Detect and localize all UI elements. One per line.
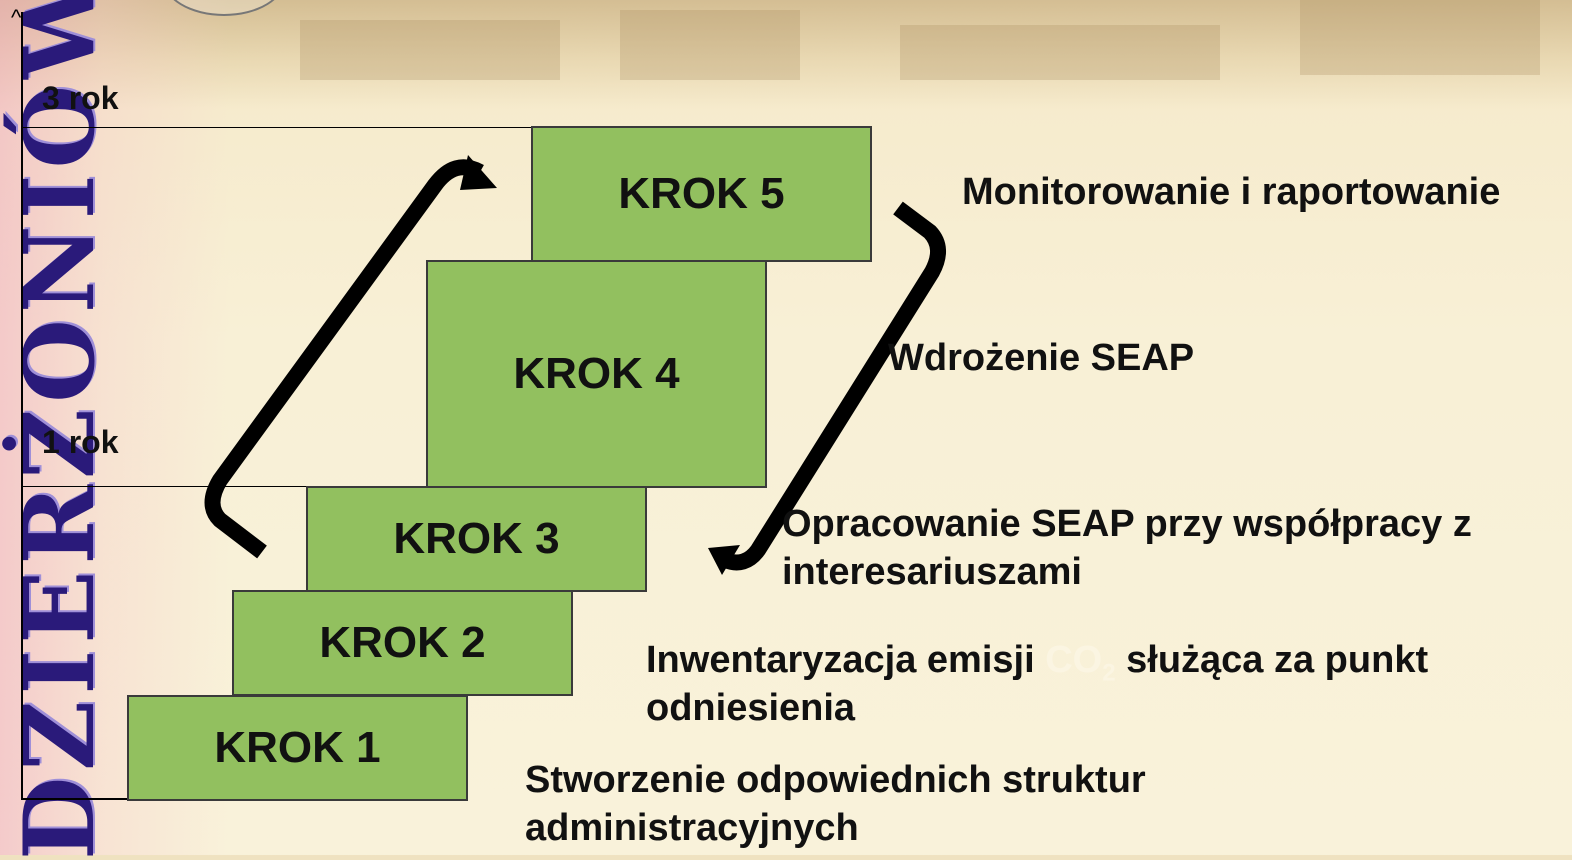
- right-cycle-arrow: [722, 201, 946, 571]
- background-building: [1300, 0, 1540, 75]
- left-cycle-arrow: [204, 159, 484, 559]
- year-1-label: 1 rok: [42, 424, 119, 460]
- year-3-label: 3 rok: [42, 80, 119, 116]
- background-building: [900, 25, 1220, 80]
- axis-arrow-icon: ^: [11, 5, 22, 30]
- step-5-box: KROK 5: [531, 126, 872, 262]
- step-2-description-line2: odniesienia: [646, 687, 856, 729]
- co2-label: CO2: [1045, 639, 1116, 687]
- year-3-line: [21, 127, 533, 128]
- background-building: [300, 20, 560, 80]
- step-1-box: KROK 1: [127, 695, 468, 801]
- step-4-box: KROK 4: [426, 260, 767, 488]
- time-axis: [21, 12, 23, 800]
- step-1-description-line2: administracyjnych: [525, 807, 859, 849]
- base-axis: [21, 798, 131, 800]
- right-arrowhead-icon: [708, 545, 740, 575]
- step-3-description-line1: Opracowanie SEAP przy współpracy z: [782, 503, 1472, 545]
- step-5-description: Monitorowanie i raportowanie: [962, 171, 1501, 213]
- step-1-description-line1: Stworzenie odpowiednich struktur: [525, 759, 1146, 801]
- background-building: [620, 10, 800, 80]
- year-1-line: [21, 486, 311, 487]
- step-2-description-line1: Inwentaryzacja emisji CO2 służąca za pun…: [646, 636, 1428, 698]
- left-arrowhead-icon: [460, 155, 497, 190]
- step-2-text-b: służąca za punkt: [1126, 639, 1429, 681]
- step-4-description: Wdrożenie SEAP: [888, 337, 1195, 379]
- step-3-box: KROK 3: [306, 486, 647, 592]
- step-3-description-line2: interesariuszami: [782, 551, 1082, 593]
- background-city-photo: [0, 0, 1572, 110]
- step-2-text-a: Inwentaryzacja emisji: [646, 639, 1035, 681]
